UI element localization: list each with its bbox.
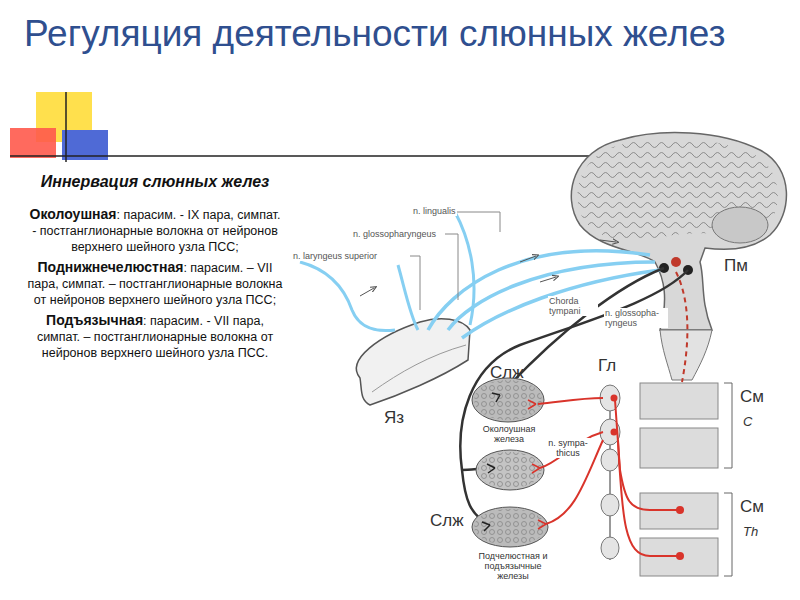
segment-label: C xyxy=(743,414,752,429)
nerve-name: n. sympa- thicus xyxy=(546,438,590,458)
part-label: Пм xyxy=(724,257,748,275)
arrow xyxy=(520,256,536,262)
deco-square xyxy=(10,128,56,158)
ganglion xyxy=(601,449,619,471)
fibre-ending xyxy=(528,400,546,529)
neuron xyxy=(676,506,684,514)
spinal-segment xyxy=(640,383,718,419)
gland-name: Подъязычная xyxy=(46,312,143,328)
neuron xyxy=(676,552,684,560)
tongue-groove xyxy=(372,345,466,392)
fibre-ending xyxy=(482,393,500,531)
ganglion xyxy=(601,537,619,559)
panel-heading: Иннервация слюнных желез xyxy=(26,172,284,192)
laryngeal-branch xyxy=(300,262,395,331)
leader-line xyxy=(410,256,420,310)
part-label: Гл xyxy=(598,357,616,375)
parasympathetic-nerve xyxy=(500,268,664,395)
arrow xyxy=(600,240,616,242)
panel-paragraph: Околоушная: парасим. - IX пара, симпат. … xyxy=(26,206,284,255)
arrow xyxy=(360,288,374,296)
gland-name: Околоушная xyxy=(30,206,117,222)
spinal-segment xyxy=(640,428,718,468)
slide-title: Регуляция деятельности слюнных желез xyxy=(24,12,744,56)
descending-pathway xyxy=(676,272,687,382)
gland-texture xyxy=(474,509,546,545)
arrow xyxy=(540,277,556,282)
gland-texture xyxy=(478,452,542,488)
gland-texture xyxy=(474,380,542,420)
nerve-name: n. laryngeus superior xyxy=(292,251,378,261)
neuron xyxy=(611,395,618,402)
submandibular-gland xyxy=(476,450,544,490)
nerve-name: n. glossopharyngeus xyxy=(352,229,437,239)
part-label: Слж xyxy=(430,512,464,530)
sublingual-gland xyxy=(472,507,548,547)
deco-line xyxy=(65,92,67,162)
tongue xyxy=(356,319,470,405)
bracket xyxy=(724,493,732,576)
bracket xyxy=(724,383,732,468)
segment-label: См xyxy=(740,388,764,406)
cerebellum xyxy=(712,207,768,243)
gland-name: Околоушная железа xyxy=(478,424,540,444)
segment-label: Th xyxy=(743,524,758,539)
preganglionic-fibre xyxy=(618,440,680,556)
preganglionic-fibre xyxy=(615,400,680,510)
postganglionic-fibre xyxy=(538,398,603,404)
brain xyxy=(571,133,786,330)
leader-line xyxy=(455,212,500,232)
nerve-name: n. lingualis xyxy=(412,206,457,216)
panel-paragraph: Подъязычная: парасим. - VII пара, симпат… xyxy=(26,312,284,361)
parotid-gland xyxy=(472,378,544,422)
nerve-name: n. glossopha- ryngeus xyxy=(604,308,668,328)
leader-line xyxy=(445,234,458,300)
panel-paragraph: Поднижнечелюстная: парасим. – VII пара, … xyxy=(26,259,284,308)
segment-label: См xyxy=(740,498,764,516)
ganglion xyxy=(601,494,619,516)
gland-name: Поднижнечелюстная xyxy=(38,259,184,275)
part-label: Слж xyxy=(490,364,524,382)
branch xyxy=(398,265,418,330)
nucleus xyxy=(671,257,681,267)
nerve-name: Chorda tympani xyxy=(548,296,598,316)
gland-name: Подчелюстная и подъязычные железы xyxy=(470,551,556,581)
part-label: Яз xyxy=(384,409,404,427)
neuron xyxy=(611,429,618,436)
text-panel: Иннервация слюнных железОколоушная: пара… xyxy=(26,172,284,365)
